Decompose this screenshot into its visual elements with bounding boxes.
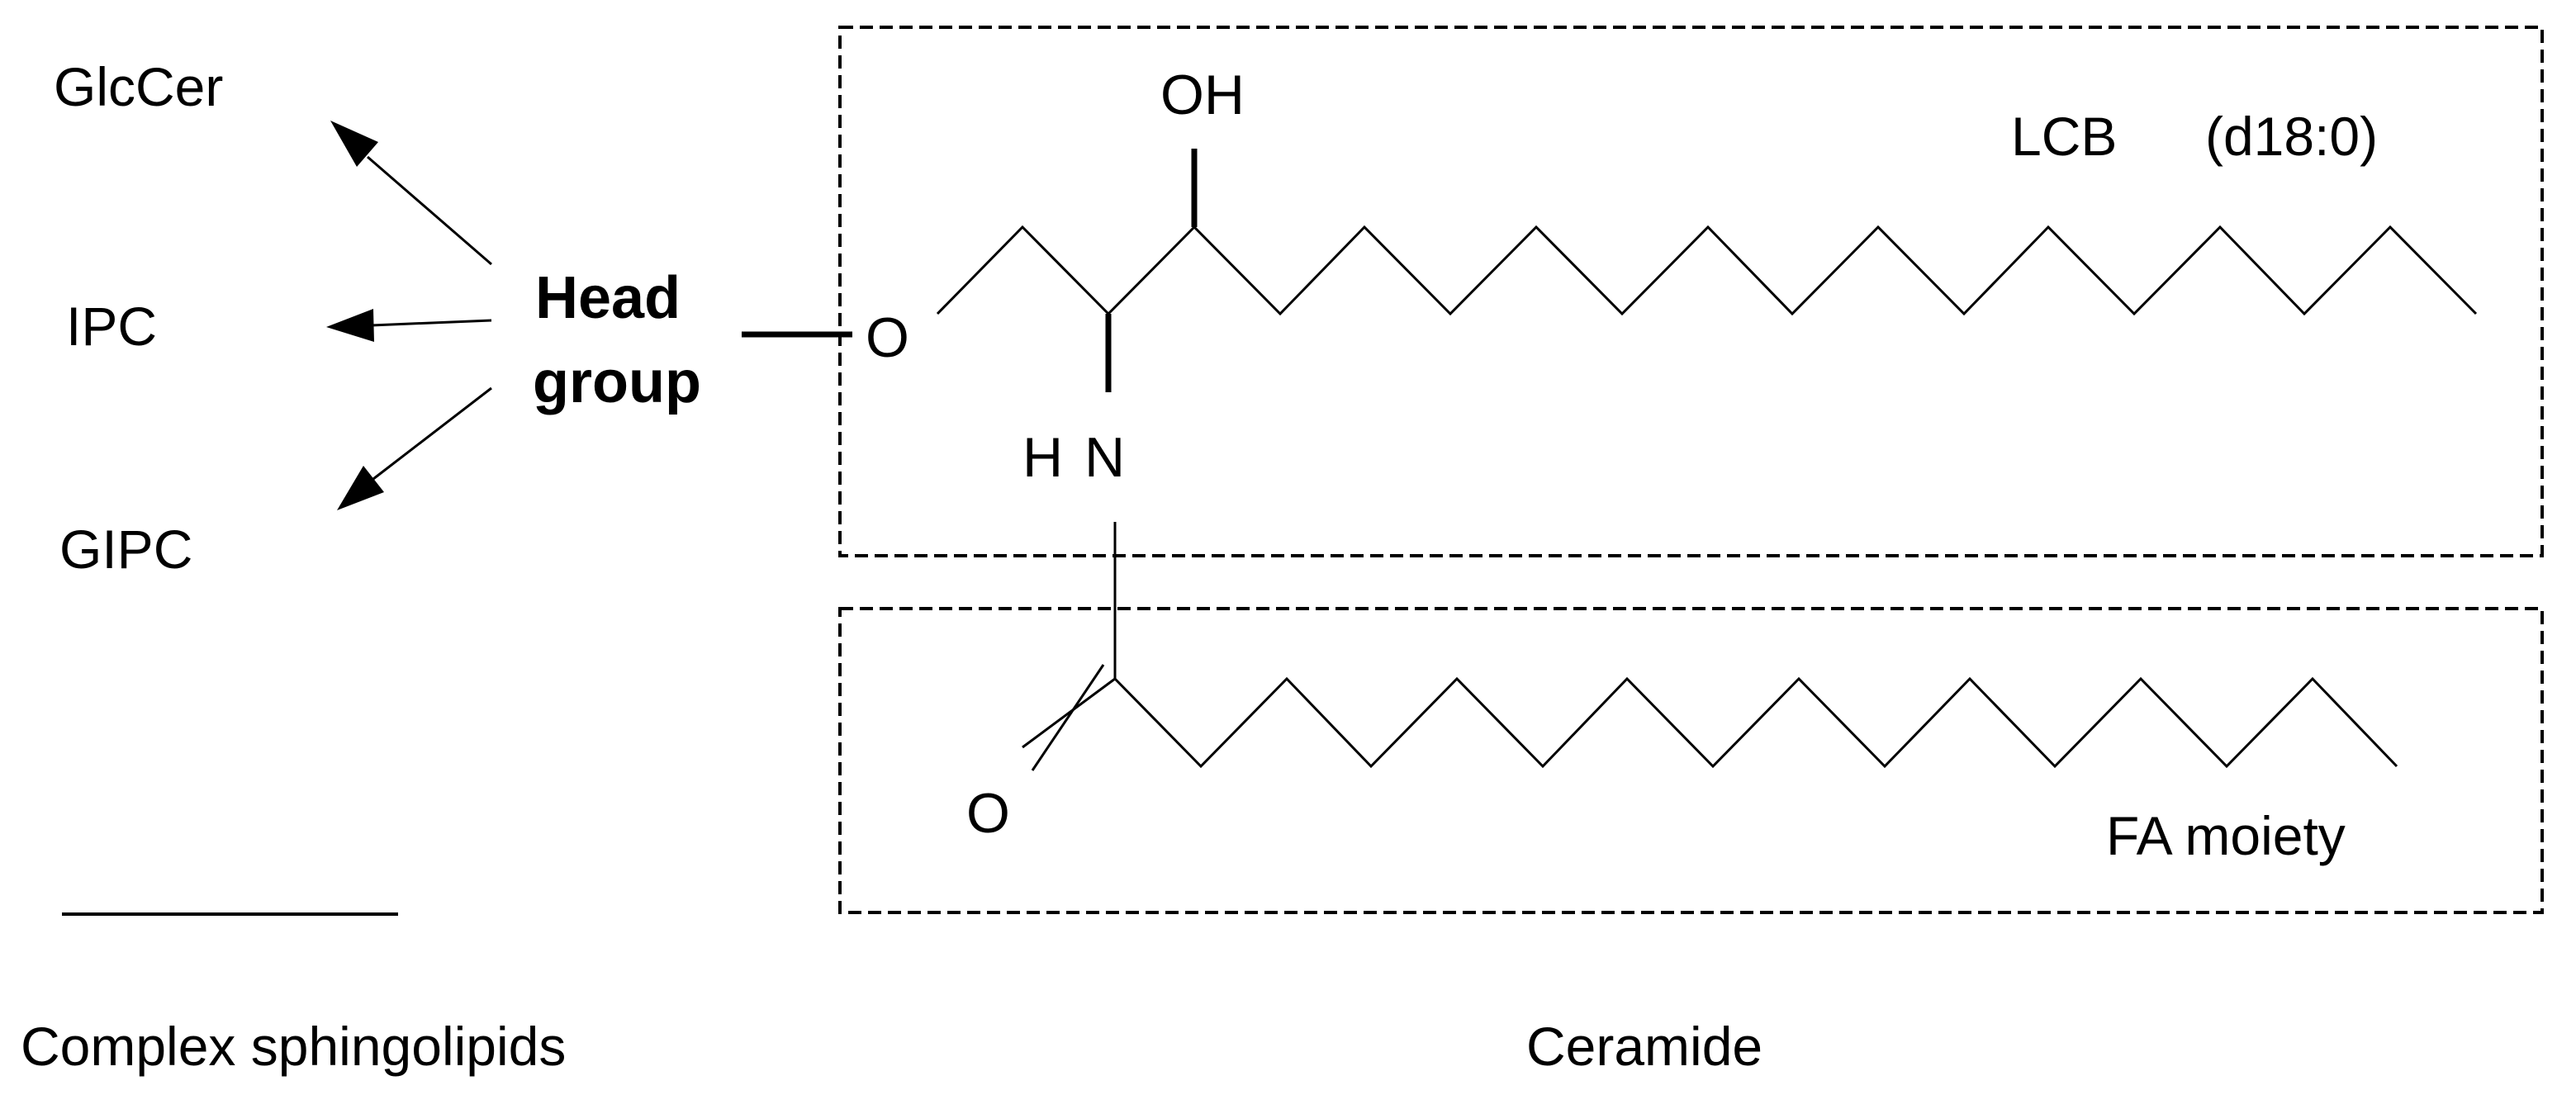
- arrow-to-gipc: [337, 386, 492, 510]
- ether-oxygen-atom: O: [866, 306, 909, 369]
- hydroxyl-atom: OH: [1160, 64, 1245, 126]
- amine-h-atom: H: [1022, 426, 1063, 489]
- head-group-label-line2: group: [533, 349, 701, 415]
- amine-n-atom: N: [1084, 426, 1125, 489]
- lcb-box: [838, 26, 2544, 557]
- arrow-to-glccer: [330, 121, 492, 266]
- fa-carbon-chain: [1113, 676, 2398, 769]
- head-group-label-line1: Head: [535, 265, 681, 331]
- ipc-label: IPC: [66, 296, 157, 357]
- carbonyl-oxygen-atom: O: [966, 782, 1010, 845]
- carbonyl-bond-1: [1022, 677, 1116, 749]
- arrow-to-ipc: [326, 309, 492, 342]
- fa-moiety-box: [838, 607, 2544, 914]
- complex-sphingolipids-caption: Complex sphingolipids: [21, 1016, 566, 1077]
- lcb-label: LCB: [2011, 106, 2117, 167]
- fa-moiety-label: FA moiety: [2106, 805, 2346, 866]
- glccer-label: GlcCer: [54, 56, 223, 117]
- ceramide-caption: Ceramide: [1526, 1016, 1762, 1077]
- gipc-label: GIPC: [59, 519, 192, 580]
- lcb-carbon-chain: [936, 225, 2478, 316]
- carbonyl-bond-2: [1031, 664, 1105, 771]
- lcb-notation: (d18:0): [2205, 106, 2378, 167]
